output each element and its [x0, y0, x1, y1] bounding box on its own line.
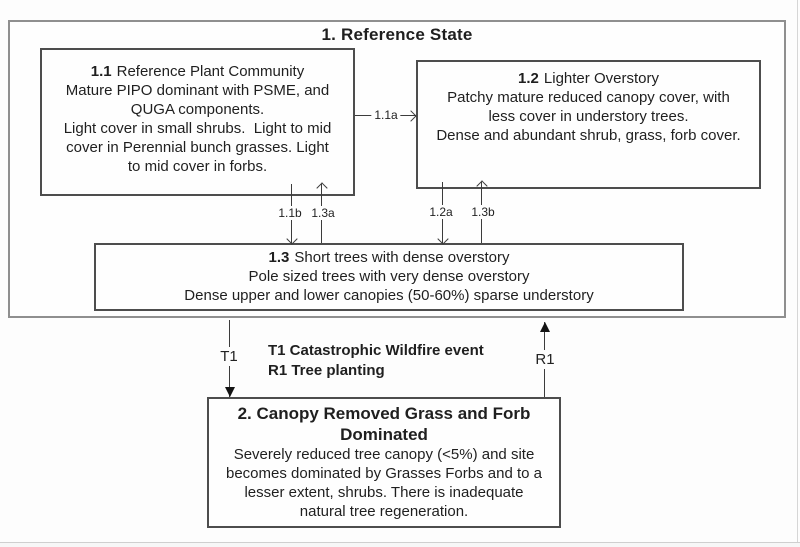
state-2-text-line: lesser extent, shrubs. There is inadequa…: [244, 484, 524, 501]
pathway-label-1-1b: 1.1b: [275, 206, 305, 220]
image-right-edge: [797, 0, 798, 543]
state-2-text-line: Severely reduced tree canopy (<5%) and s…: [233, 446, 535, 463]
community-1-1-number: 1.1: [90, 63, 112, 80]
arrowhead-down-solid-icon: [225, 387, 235, 397]
pathway-label-1-2a: 1.2a: [426, 205, 456, 219]
arrowhead-up-solid-icon: [540, 322, 550, 332]
community-1-2-text-line: Patchy mature reduced canopy cover, with: [447, 89, 730, 106]
community-1-1-text-line: cover in Perennial bunch grasses. Light: [66, 139, 329, 156]
community-1-3-text-line: Pole sized trees with very dense oversto…: [248, 268, 530, 285]
restoration-label-r1: R1: [532, 350, 558, 369]
state-2-heading-line: 2. Canopy Removed Grass and Forb: [237, 404, 531, 423]
state-2-text-line: becomes dominated by Grasses Forbs and t…: [226, 465, 542, 482]
community-1-3-number: 1.3: [268, 249, 290, 266]
legend-t1: T1 Catastrophic Wildfire event: [268, 342, 484, 359]
community-1-2-text-line: less cover in understory trees.: [488, 108, 689, 125]
legend-r1: R1 Tree planting: [268, 361, 385, 379]
transition-legend: T1 Catastrophic Wildfire event R1 Tree p…: [268, 341, 484, 380]
community-1-1-text-line: Light cover in small shrubs. Light to mi…: [63, 120, 332, 137]
community-1-3-title: Short trees with dense overstory: [294, 249, 510, 266]
community-1-1-title: Reference Plant Community: [116, 63, 305, 80]
community-1-2-number: 1.2: [518, 70, 539, 87]
community-1-1-text-line: Mature PIPO dominant with PSME, and: [65, 82, 330, 99]
state-2-box: 2. Canopy Removed Grass and Forb Dominat…: [207, 397, 561, 528]
pathway-label-1-1a: 1.1a: [371, 108, 401, 122]
image-bottom-edge: [0, 542, 800, 543]
community-1-3-text-line: Dense upper and lower canopies (50-60%) …: [184, 287, 594, 304]
image-bottom-strip: [0, 543, 800, 547]
state-1-title: 1. Reference State: [321, 25, 473, 44]
community-1-1-text-line: to mid cover in forbs.: [127, 158, 268, 175]
transition-label-t1: T1: [217, 347, 241, 366]
pathway-label-1-3a: 1.3a: [308, 206, 338, 220]
community-1-2-title: Lighter Overstory: [543, 70, 659, 87]
community-1-2-text-line: Dense and abundant shrub, grass, forb co…: [436, 127, 741, 144]
state-2-text-line: natural tree regeneration.: [299, 503, 469, 520]
pathway-label-1-3b: 1.3b: [468, 205, 498, 219]
state-2-heading-line: Dominated: [340, 425, 428, 444]
community-1-1-text-line: QUGA components.: [130, 101, 265, 118]
